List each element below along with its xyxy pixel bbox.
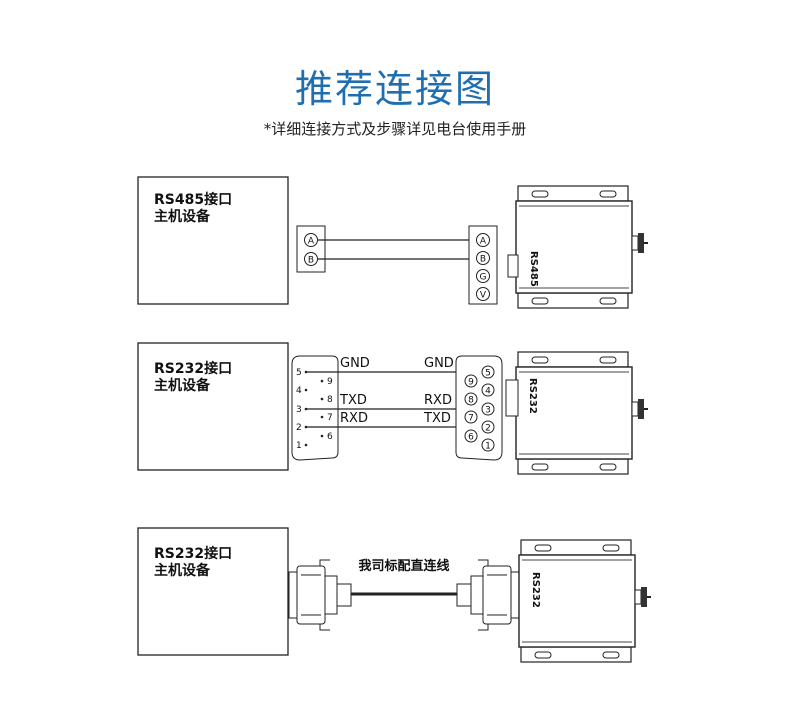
db9-left-pin3: 3 — [296, 405, 302, 415]
db9-right-connector — [455, 355, 503, 461]
db9-right-pin2: 2 — [485, 424, 491, 434]
rs485-right-terminal-b: B — [480, 255, 486, 265]
rs485-right-terminal-v: V — [480, 291, 487, 301]
wire-label-rxd-left: RXD — [340, 411, 368, 426]
page-subtitle: *详细连接方式及步骤详见电台使用手册 — [263, 120, 527, 138]
db9-right-pin8: 8 — [468, 396, 474, 406]
db9-left-pin9: 9 — [327, 377, 333, 387]
rs232-host-box-2 — [137, 527, 289, 656]
db9-left-pin2: 2 — [296, 423, 302, 433]
rs232-host-box-1 — [137, 342, 289, 471]
db9-right-pin9: 9 — [468, 378, 474, 388]
db9-left-pin6: 6 — [327, 432, 333, 442]
wire-label-gnd-right: GND — [424, 356, 454, 371]
db9-right-pin5: 5 — [485, 369, 491, 379]
rs485-left-terminal-b: B — [308, 256, 314, 266]
db9-right-pin3: 3 — [485, 406, 491, 416]
rs232-host-label-2: 主机设备 — [154, 377, 211, 394]
rs485-right-terminal-a: A — [480, 237, 487, 247]
rs232-radio-device-2: RS232 — [518, 539, 652, 663]
db9-right-pin4: 4 — [485, 387, 491, 397]
cable-left-plug — [288, 559, 352, 631]
db9-left-pin7: 7 — [327, 413, 333, 423]
cable-label: 我司标配直连线 — [358, 558, 449, 574]
rs232-host-label-1: RS232接口 — [154, 360, 232, 377]
rs232-device-port-label-2: RS232 — [530, 572, 541, 608]
db9-left-pin5: 5 — [296, 368, 302, 378]
rs485-host-box — [137, 176, 289, 305]
wire-label-rxd-right: RXD — [424, 393, 452, 408]
db9-left-connector — [291, 355, 339, 461]
db9-left-pin4: 4 — [296, 386, 302, 396]
rs485-left-terminal-a: A — [308, 237, 315, 247]
db9-right-pin7: 7 — [468, 414, 474, 424]
wire-label-txd-right: TXD — [423, 411, 451, 426]
rs485-host-label-2: 主机设备 — [154, 208, 211, 225]
rs485-radio-device: RS485 — [507, 185, 649, 309]
rs232-device-port-label-1: RS232 — [527, 378, 538, 414]
rs232-radio-device-1: RS232 — [505, 351, 649, 475]
rs485-right-terminal-g: G — [480, 273, 487, 283]
rs232-host-label-4: 主机设备 — [154, 562, 211, 579]
db9-left-pin1: 1 — [296, 441, 302, 451]
db9-right-pin1: 1 — [485, 442, 491, 452]
rs485-device-port-label: RS485 — [528, 251, 539, 287]
page-title: 推荐连接图 — [294, 67, 495, 111]
wire-label-gnd-left: GND — [340, 356, 370, 371]
rs232-host-label-3: RS232接口 — [154, 545, 232, 562]
wire-label-txd-left: TXD — [339, 393, 367, 408]
cable-right-plug — [456, 559, 520, 631]
db9-left-pin8: 8 — [327, 395, 333, 405]
db9-right-pin6: 6 — [468, 433, 474, 443]
rs485-host-label-1: RS485接口 — [154, 191, 232, 208]
